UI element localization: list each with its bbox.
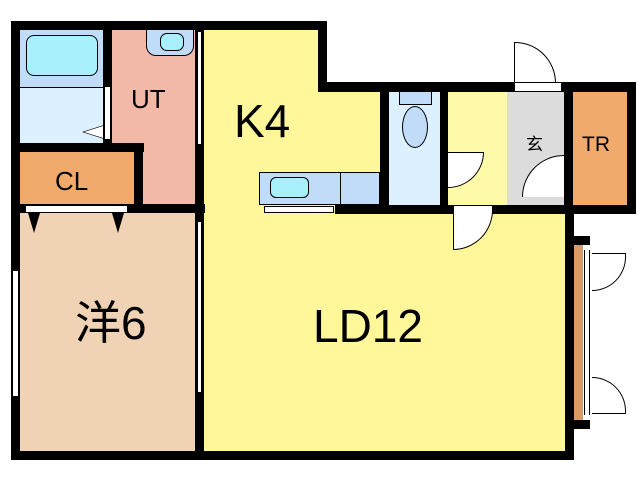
wall-entrance-tr [564,82,573,214]
bath-divider [20,87,104,88]
kitchen-window [264,206,334,213]
balcony-door-upper[interactable] [592,253,626,291]
cl-room [20,152,134,204]
western-label: 洋6 [75,297,147,349]
wall-right-ld-jog-top [565,236,590,245]
wall-bottom [11,451,574,460]
wall-bath-ut [103,21,112,144]
balcony-door-lower[interactable] [592,377,626,414]
wall-right-ld [565,205,574,460]
wall-cl-right [134,143,143,213]
kitchen-counter-divider [340,172,341,205]
wall-k4-wc [380,82,389,214]
bath-door-opening[interactable] [104,86,111,140]
bathtub-icon [26,35,98,76]
bath-door-triangle-inner [84,126,103,138]
wall-wc-hall [440,82,448,214]
ut-label: UT [131,84,166,114]
living-dining-room [204,212,566,451]
wall-k4-jog [318,21,327,92]
toilet-tank-icon [399,92,432,105]
kitchen-sink-icon [270,177,309,198]
cl-door-hinge-right [112,213,124,233]
wall-right-tr [627,82,636,214]
wall-top-right [318,82,636,92]
western-sliding-door[interactable] [197,222,202,392]
wall-left [11,21,20,459]
wall-bath-bottom [11,143,144,152]
kitchen-label: K4 [234,95,291,147]
cl-folding-door[interactable] [25,205,128,213]
western-room [20,213,196,451]
storage-label: TR [582,133,610,156]
cl-door-hinge-left [28,213,40,233]
wall-top-left [11,21,327,30]
front-door[interactable] [514,42,556,83]
hall-room [447,92,507,205]
entrance-label: 玄 [526,135,543,154]
living-dining-label: LD12 [313,300,423,352]
ut-sliding-door[interactable] [197,32,202,144]
ut-sink-icon [160,33,184,51]
western-window-left [12,270,19,397]
toilet-bowl-icon [402,106,428,148]
balcony-window-frame [584,250,590,415]
wall-right-ld-jog-bottom [565,420,590,429]
front-door-opening [514,82,562,92]
cl-label: CL [55,166,89,196]
storage-room [573,92,627,205]
